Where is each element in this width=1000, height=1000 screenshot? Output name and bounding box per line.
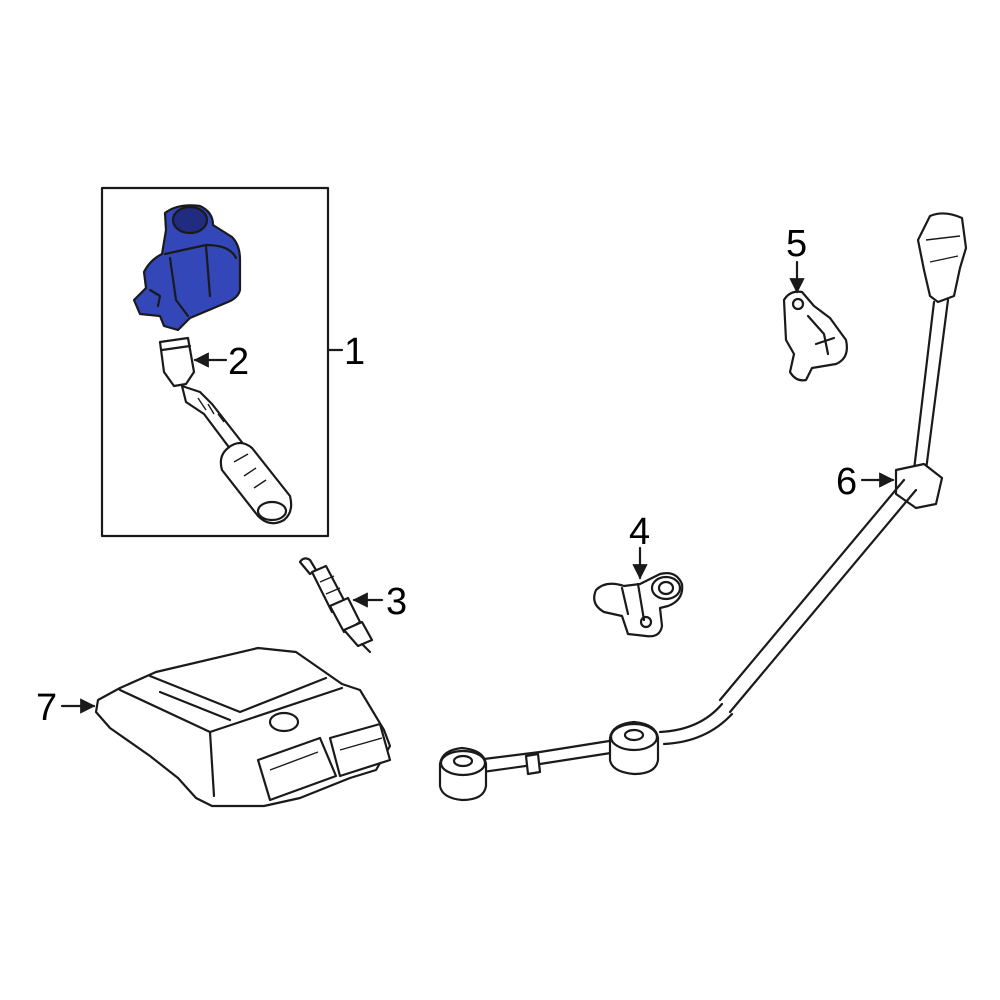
callout-6-label: 6	[836, 461, 857, 503]
inset-box-ignition-coil-assembly	[100, 186, 330, 538]
callout-4: 4	[629, 511, 650, 580]
callout-7-label: 7	[36, 687, 57, 729]
callout-1: 1	[326, 331, 365, 373]
callout-5: 5	[786, 223, 807, 294]
callout-3-label: 3	[386, 581, 407, 623]
callout-7: 7	[36, 687, 96, 729]
callout-2-label: 2	[228, 341, 249, 383]
callout-2: 2	[193, 341, 249, 383]
ignition-coil[interactable]	[132, 204, 242, 332]
position-sensor[interactable]	[782, 290, 848, 382]
callout-3: 3	[352, 581, 407, 623]
spark-plug[interactable]	[298, 557, 374, 654]
callout-5-label: 5	[786, 223, 807, 265]
callout-4-label: 4	[629, 511, 650, 553]
engine-control-module[interactable]	[94, 646, 392, 808]
callout-6: 6	[836, 461, 895, 503]
camshaft-position-sensor[interactable]	[593, 572, 684, 638]
knock-sensor-harness[interactable]	[438, 212, 968, 802]
callout-1-label: 1	[344, 331, 365, 373]
coil-boot[interactable]	[158, 336, 293, 525]
